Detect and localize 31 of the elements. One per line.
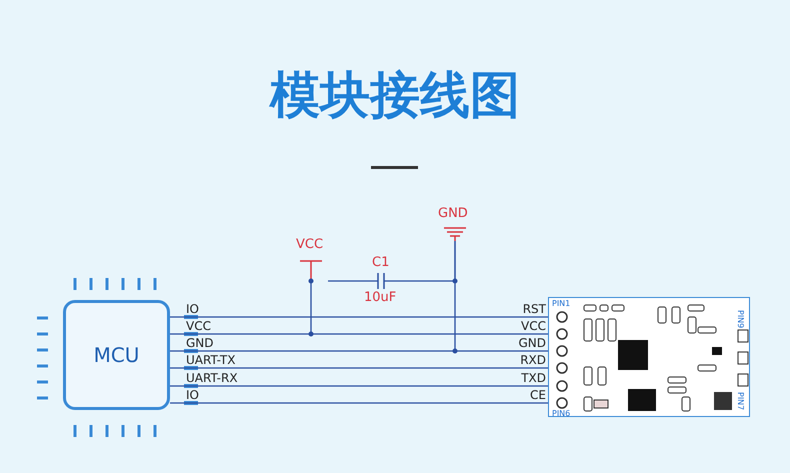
wire xyxy=(170,402,548,404)
pin-label: VCC xyxy=(186,320,211,332)
pin-label: GND xyxy=(186,337,214,349)
pin-number: PIN9 xyxy=(736,310,744,328)
wire xyxy=(170,350,548,352)
pin-label: UART-RX xyxy=(186,372,238,384)
pin-label: IO xyxy=(186,303,199,315)
title: 模块接线图 xyxy=(268,65,521,126)
wire xyxy=(328,280,378,282)
pin-label: UART-TX xyxy=(186,354,236,366)
chip-label: MCU xyxy=(92,343,140,367)
component-label: C1 xyxy=(372,256,390,270)
module-board-drawing xyxy=(548,297,750,417)
pin-number: PIN7 xyxy=(736,392,744,410)
wire xyxy=(170,385,548,387)
pin-label: VCC xyxy=(521,320,546,332)
component-value: 10uF xyxy=(364,291,396,305)
ground-label: GND xyxy=(438,207,468,221)
pin-label: RST xyxy=(522,303,546,315)
wire xyxy=(170,367,548,369)
pin-number: PIN1 xyxy=(552,300,570,308)
mcu-chip-box xyxy=(63,300,170,410)
pin-label: RXD xyxy=(520,354,546,366)
wire xyxy=(170,316,548,318)
pin-label: TXD xyxy=(521,372,546,384)
wire xyxy=(170,333,548,335)
pin-number: PIN6 xyxy=(552,410,570,418)
pin-label: IO xyxy=(186,389,199,401)
pin-label: CE xyxy=(530,389,546,401)
pin-label: GND xyxy=(518,337,546,349)
power-label: VCC xyxy=(296,238,324,252)
